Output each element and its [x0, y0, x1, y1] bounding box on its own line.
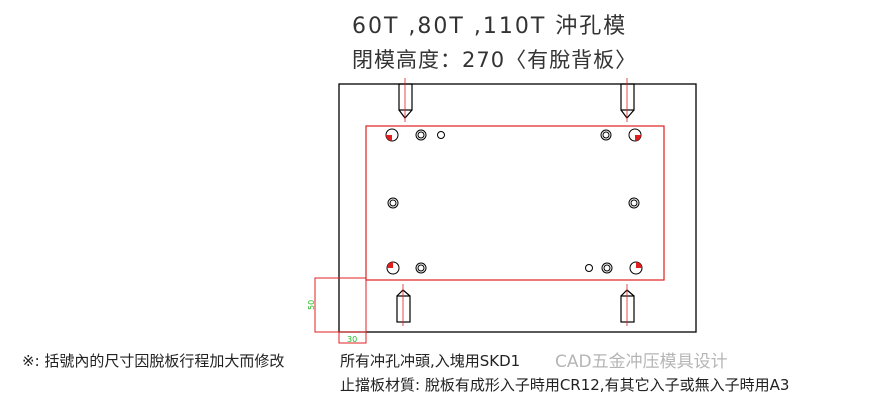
drawing-title: 60T ,80T ,110T 沖孔模 — [352, 14, 628, 39]
screw-hole — [415, 129, 427, 141]
remark-note: ※: 括號內的尺寸因脫板行程加大而修改 — [22, 352, 285, 370]
bolt-top-left — [398, 78, 413, 122]
dimension-frame-vertical — [314, 277, 367, 333]
punch-material-note: 所有冲孔冲頭,入塊用SKD1 — [340, 352, 521, 370]
screw-hole — [628, 197, 640, 209]
pin-hole-red — [386, 261, 400, 275]
die-plate-outline — [338, 83, 697, 333]
small-hole — [585, 264, 593, 272]
watermark: CAD五金冲压模具设计 — [555, 352, 728, 372]
stripper-plate-outline — [365, 125, 665, 281]
pin-hole-red — [629, 261, 643, 275]
bolt-bottom-left — [396, 284, 411, 326]
bolt-top-right — [620, 78, 635, 122]
dimension-frame-horizontal — [338, 331, 367, 344]
pin-hole-red — [385, 128, 399, 142]
dimension-50: 50 — [307, 300, 316, 310]
screw-hole — [387, 197, 399, 209]
pin-hole-red — [628, 128, 642, 142]
closed-height-label: 閉模高度：270〈有脫背板〉 — [352, 48, 638, 72]
screw-hole — [601, 262, 613, 274]
screw-hole — [415, 262, 427, 274]
screw-hole — [600, 129, 612, 141]
stopper-material-note: 止擋板材質: 脫板有成形入子時用CR12,有其它入子或無入子時用A3 — [340, 376, 790, 394]
small-hole — [437, 131, 445, 139]
bolt-bottom-right — [620, 284, 635, 326]
dimension-30: 30 — [347, 335, 357, 344]
